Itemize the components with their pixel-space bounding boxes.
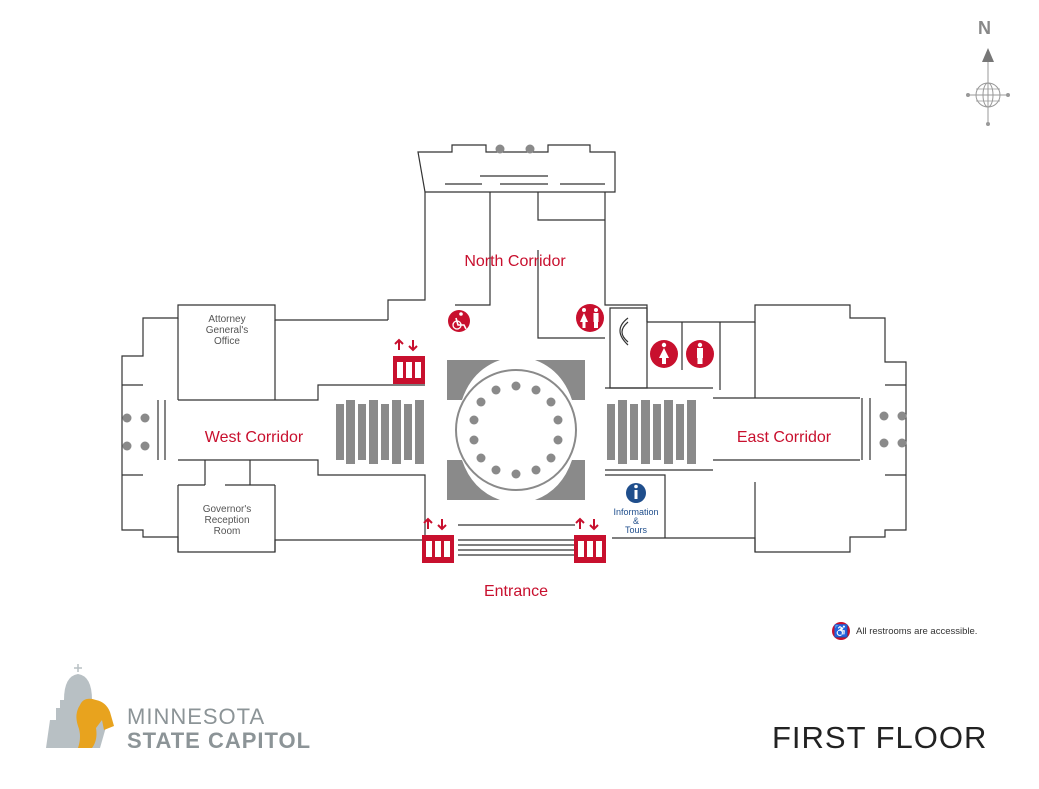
governor-reception-room-label: Governor's Reception Room <box>203 504 252 537</box>
restroom-women-icon <box>650 340 678 368</box>
capitol-logo-graphic <box>46 664 114 748</box>
north-corridor-label: North Corridor <box>464 253 566 270</box>
compass-north-label: N <box>978 18 991 38</box>
rotunda-columns <box>469 381 563 479</box>
east-staircase <box>607 400 696 464</box>
logo-line2: STATE CAPITOL <box>127 728 312 753</box>
svg-text:&: & <box>633 516 639 526</box>
wing-columns <box>122 144 907 451</box>
svg-text:Room: Room <box>214 526 241 537</box>
attorney-general-office-label: Attorney General's Office <box>206 314 249 347</box>
elevator-icon <box>393 338 425 384</box>
svg-text:Office: Office <box>214 336 240 347</box>
logo-line1: MINNESOTA <box>127 704 266 729</box>
svg-text:Reception: Reception <box>204 515 249 526</box>
entrance-label: Entrance <box>484 583 548 600</box>
svg-text:Information: Information <box>613 507 658 517</box>
information-icon <box>626 483 646 503</box>
svg-text:Governor's: Governor's <box>203 504 252 515</box>
west-staircase <box>336 400 424 464</box>
elevator-icon <box>574 517 606 563</box>
accessible-icon <box>448 310 470 332</box>
svg-text:General's: General's <box>206 325 249 336</box>
west-corridor-label: West Corridor <box>205 429 304 446</box>
east-corridor-label: East Corridor <box>737 429 832 446</box>
floor-title: FIRST FLOOR <box>772 720 988 755</box>
accessibility-note: ♿ All restrooms are accessible. <box>832 622 977 640</box>
svg-text:Tours: Tours <box>625 525 648 535</box>
rotunda <box>447 360 585 500</box>
elevator-icon <box>422 517 454 563</box>
accessible-icon: ♿ <box>832 622 850 640</box>
restroom-men-icon <box>686 340 714 368</box>
restroom-unisex-icon <box>576 304 604 332</box>
compass-icon <box>966 48 1010 126</box>
building-walls <box>121 144 907 556</box>
accessibility-note-text: All restrooms are accessible. <box>856 625 978 637</box>
svg-text:Attorney: Attorney <box>208 314 245 325</box>
information-tours-label: Information & Tours <box>613 507 658 535</box>
